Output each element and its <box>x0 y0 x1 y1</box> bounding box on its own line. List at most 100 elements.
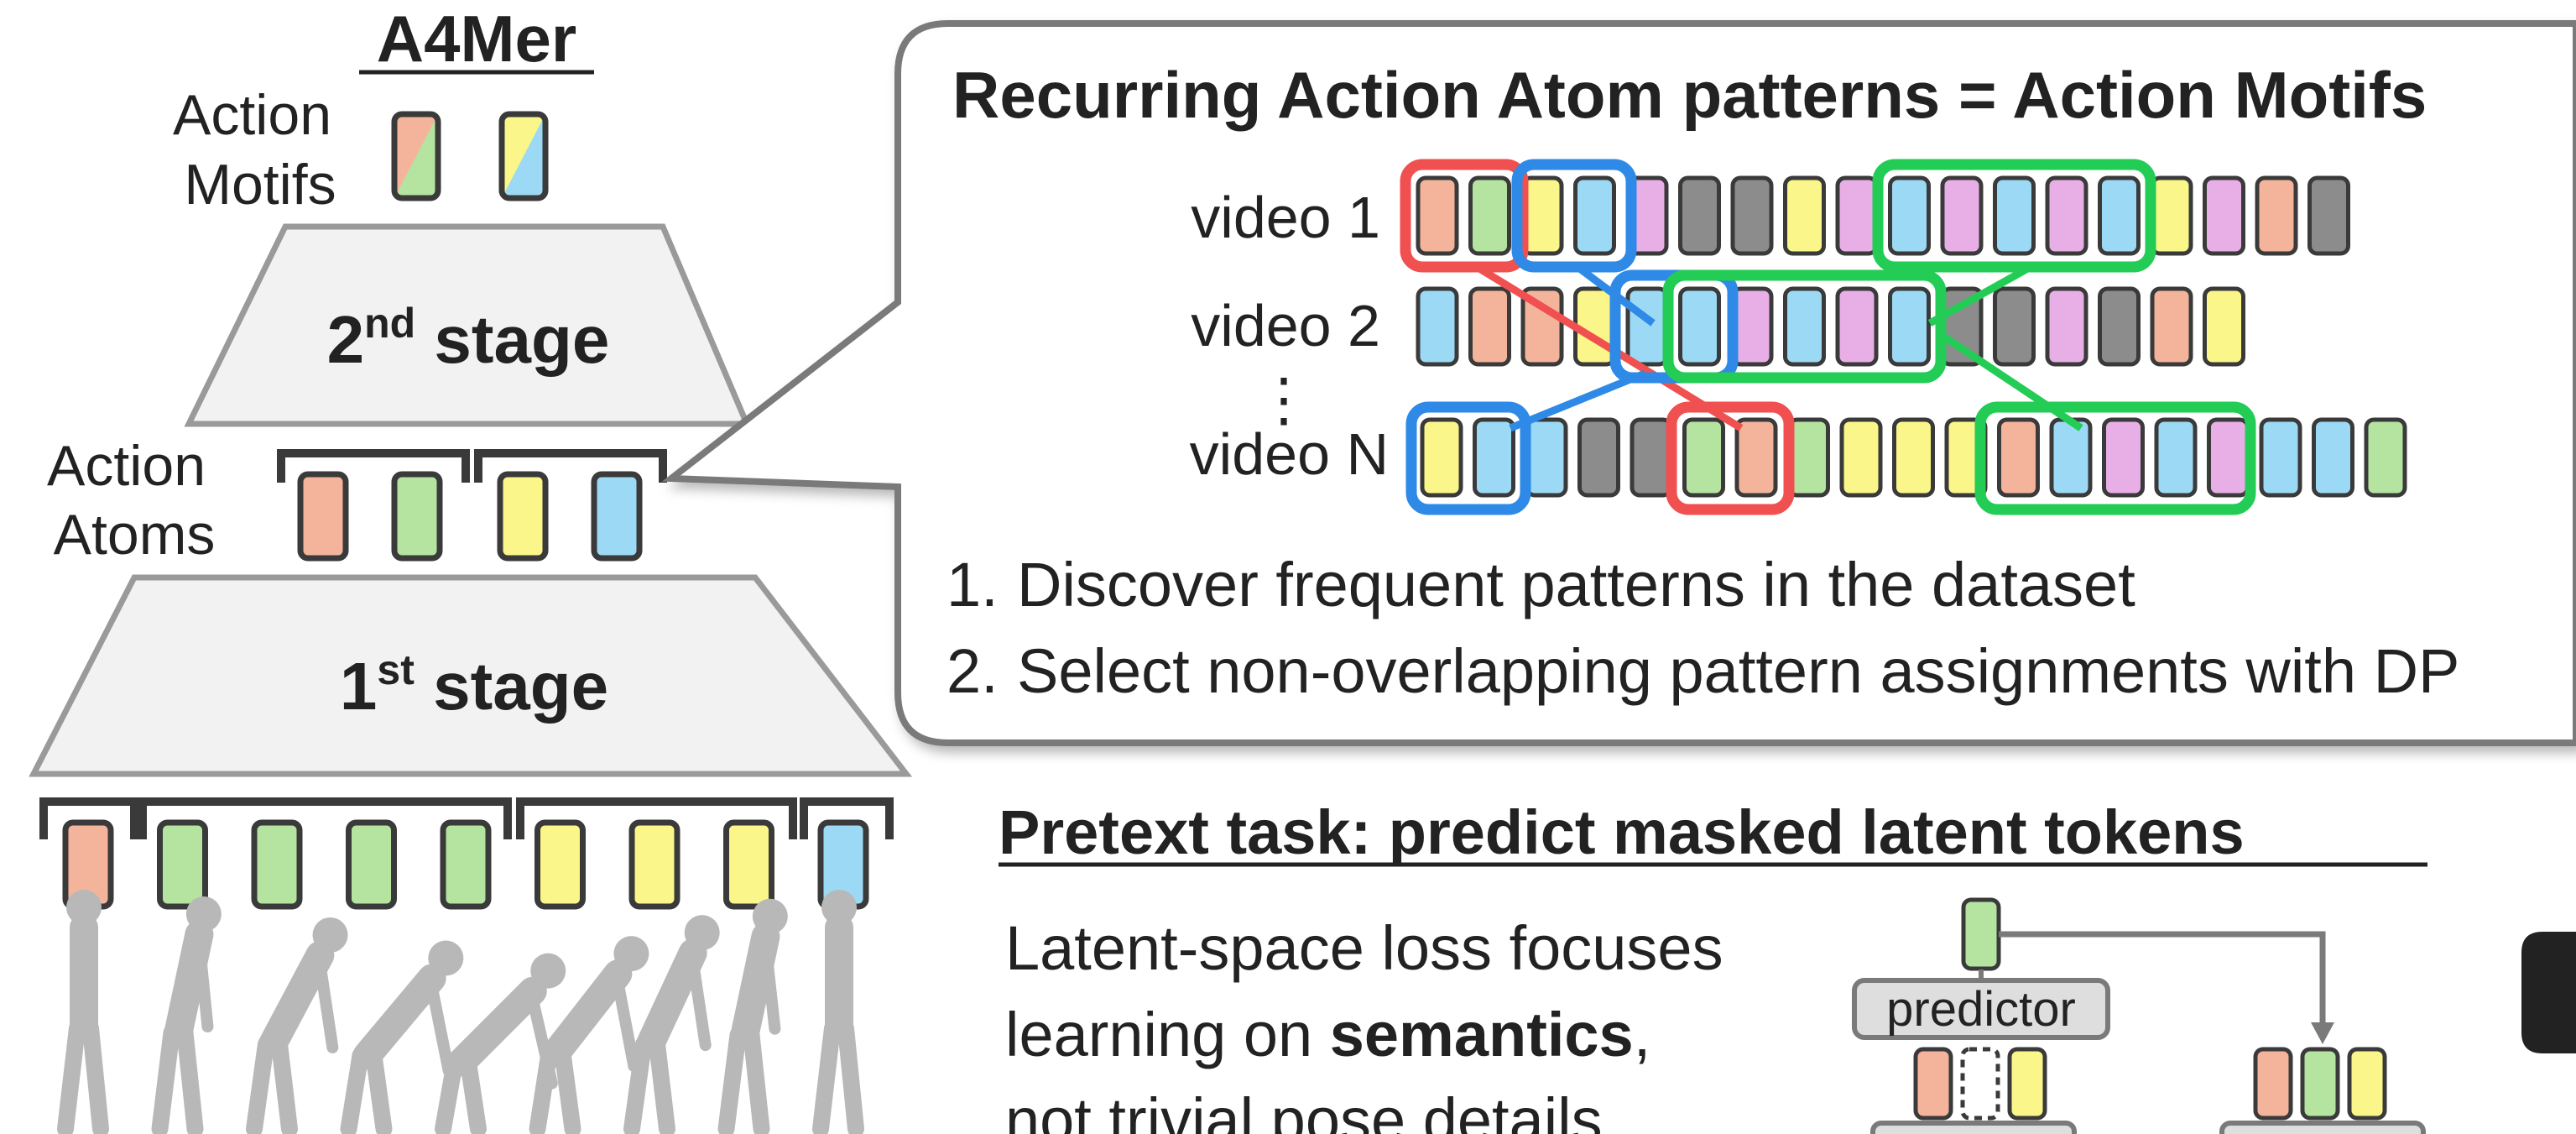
video-2-token-16 <box>2203 286 2245 367</box>
pattern-highlights <box>1400 159 2256 515</box>
step-1-text: Discover frequent patterns in the datase… <box>1017 550 2135 619</box>
green-pattern-video-2 <box>1662 269 1947 384</box>
video-3-token-7 <box>1734 417 1778 498</box>
human-pose-sequence <box>57 890 864 1134</box>
target-token-2 <box>2300 1047 2340 1121</box>
video-3-token-4 <box>1577 417 1620 498</box>
pretext-description-line-2: learning on semantics, <box>1005 1000 1650 1069</box>
video-3-token-5 <box>1630 417 1673 498</box>
video-1-token-16 <box>2203 175 2245 256</box>
frame-bracket-3 <box>516 797 797 839</box>
video-3-token-19 <box>2364 417 2407 498</box>
video-3-token-12 <box>1997 417 2040 498</box>
video-3-token-17 <box>2259 417 2302 498</box>
video-3-token-16 <box>2207 417 2250 498</box>
motifs-label-line-2: Motifs <box>184 153 336 217</box>
video-1-token-11 <box>1940 175 1984 256</box>
video-1-token-12 <box>1993 175 2036 256</box>
motif-tokens <box>391 111 549 201</box>
motif-token-1-part-b <box>394 114 438 198</box>
frame-token-3 <box>251 819 303 910</box>
frame-token-2 <box>157 819 208 910</box>
atom-bracket-2 <box>474 449 667 483</box>
atom-token-2 <box>391 471 443 562</box>
step-2-number: 2. <box>946 636 999 706</box>
video-2-token-15 <box>2150 286 2193 367</box>
video-2-token-9 <box>1835 286 1879 367</box>
video-3-token-8 <box>1787 417 1830 498</box>
video-2-token-12 <box>1993 286 2036 367</box>
frame-brackets <box>39 797 894 839</box>
human-pose-3 <box>246 917 348 1134</box>
blue-pattern-video-n <box>1405 401 1531 515</box>
motif-token-1-outline <box>391 111 441 201</box>
atom-bracket-1 <box>277 449 470 483</box>
callout-title: Recurring Action Atom patterns = Action … <box>952 58 2427 132</box>
blue-link-b <box>1509 369 1646 432</box>
video-3-token-18 <box>2312 417 2354 498</box>
blue-pattern-video-1 <box>1511 159 1637 273</box>
pattern-links <box>1474 264 2083 432</box>
atoms-label-line-2: Atoms <box>54 503 216 567</box>
stage-2-label: 2nd stage <box>327 300 610 377</box>
human-pose-7 <box>623 915 720 1134</box>
human-pose-6 <box>529 936 649 1134</box>
video-2-token-10 <box>1888 286 1931 367</box>
video-1-token-13 <box>2045 175 2088 256</box>
human-pose-8 <box>717 898 788 1134</box>
atom-token-3 <box>497 471 549 562</box>
video-3-token-6 <box>1682 417 1725 498</box>
video-2-token-14 <box>2098 286 2141 367</box>
human-pose-5 <box>435 953 566 1134</box>
step-2-text: Select non-overlapping pattern assignmen… <box>1017 636 2459 706</box>
video-1-token-10 <box>1888 175 1931 256</box>
video-2-token-13 <box>2045 286 2088 367</box>
input-token-3 <box>2007 1047 2047 1121</box>
video-1-token-2 <box>1468 175 1511 256</box>
green-pattern-video-n <box>1974 401 2256 515</box>
predictor-label: predictor <box>1886 982 2076 1037</box>
green-pattern-video-1 <box>1872 159 2156 273</box>
video-2-token-7 <box>1730 286 1774 367</box>
video-2-label: video 2 <box>1191 293 1380 358</box>
video-3-token-13 <box>2049 417 2093 498</box>
motif-token-2-part-b <box>502 114 545 198</box>
step-2: 2. Select non-overlapping pattern assign… <box>946 636 2459 706</box>
model-title: A4Mer <box>377 2 576 76</box>
video-1-token-15 <box>2150 175 2193 256</box>
video-3-token-2 <box>1473 417 1515 498</box>
motifs-label: Action Motifs <box>173 83 347 217</box>
video-2-token-1 <box>1416 286 1459 367</box>
video-1-token-4 <box>1573 175 1616 256</box>
motif-token-2 <box>498 111 549 201</box>
input-token-1 <box>1913 1047 1953 1121</box>
masked-input-tokens <box>1913 1047 2047 1121</box>
atoms-label-line-1: Action <box>47 434 206 498</box>
video-1-token-8 <box>1783 175 1826 256</box>
atom-tokens <box>297 471 643 562</box>
pretext-task: Pretext task: predict masked latent toke… <box>999 797 2427 1134</box>
video-1-token-1 <box>1416 175 1459 256</box>
frame-token-4 <box>346 819 397 910</box>
model-hierarchy: A4Mer Action Motifs 2nd stage Action Ato… <box>29 2 913 1134</box>
human-pose-2 <box>151 896 222 1134</box>
green-link-b <box>1940 332 2083 431</box>
frame-bracket-4 <box>800 797 894 839</box>
video-1-token-14 <box>2098 175 2141 256</box>
frame-token-5 <box>440 819 492 910</box>
atom-brackets <box>277 449 667 483</box>
video-3-token-14 <box>2102 417 2145 498</box>
red-pattern-video-1 <box>1400 159 1529 273</box>
step-1: 1. Discover frequent patterns in the dat… <box>946 550 2135 619</box>
video-dots: ⋮ <box>1254 367 1313 432</box>
pretext-title: Pretext task: predict masked latent toke… <box>999 797 2245 867</box>
atom-token-1 <box>297 471 349 562</box>
video-3-token-1 <box>1420 417 1463 498</box>
human-pose-1 <box>57 890 109 1134</box>
video-1-token-6 <box>1678 175 1721 256</box>
predicted-token <box>1961 897 2001 971</box>
stage-1-label: 1st stage <box>340 646 608 724</box>
video-2-token-3 <box>1520 286 1564 367</box>
video-1-token-17 <box>2255 175 2298 256</box>
